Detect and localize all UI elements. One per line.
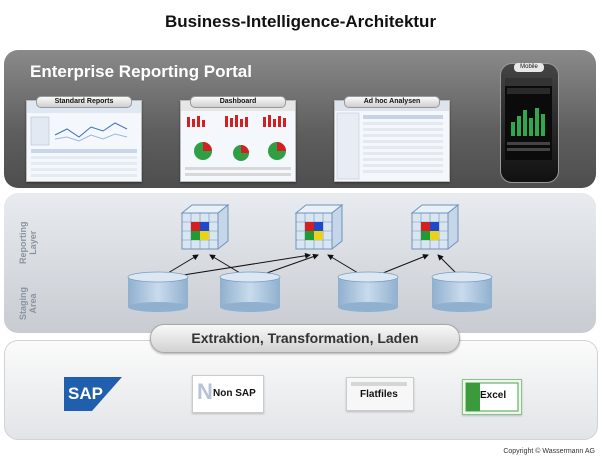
sap-logo xyxy=(64,377,122,411)
staging-database-4 xyxy=(431,271,493,312)
portal-item-dashboard[interactable]: Dashboard xyxy=(190,96,286,108)
excel-label: Excel xyxy=(480,390,507,401)
staging-database-3 xyxy=(337,271,399,312)
ad-hoc-thumbnail[interactable] xyxy=(334,100,450,182)
olap-cube-2 xyxy=(294,203,344,251)
mobile-screen xyxy=(505,78,552,160)
staging-database-2 xyxy=(219,271,281,312)
copyright-notice: Copyright © Wassermann AG xyxy=(503,448,595,455)
non-sap-source: N Non SAP xyxy=(192,375,264,413)
flatfiles-label: Flatfiles xyxy=(360,389,398,400)
portal-item-standard-reports[interactable]: Standard Reports xyxy=(36,96,132,108)
page-title: Business-Intelligence-Architektur xyxy=(164,12,437,31)
portal-title: Enterprise Reporting Portal xyxy=(30,62,252,81)
sap-source: SAP xyxy=(64,377,122,411)
etl-banner: Extraktion, Transformation, Laden xyxy=(150,324,460,353)
standard-reports-preview xyxy=(27,101,141,177)
ad-hoc-preview xyxy=(335,101,449,180)
file-stack-icon xyxy=(351,382,407,386)
dashboard-preview xyxy=(181,101,295,176)
layers-diagram xyxy=(127,203,493,312)
non-sap-logo-mark: N xyxy=(197,379,213,404)
sap-label: SAP xyxy=(68,384,103,403)
mobile-chart xyxy=(505,78,552,151)
olap-cube-1 xyxy=(180,203,230,251)
olap-cube-3 xyxy=(410,203,460,251)
portal-item-ad-hoc-analysen[interactable]: Ad hoc Analysen xyxy=(344,96,440,108)
dashboard-thumbnail[interactable] xyxy=(180,100,296,182)
non-sap-label: Non SAP xyxy=(213,388,256,399)
standard-reports-thumbnail[interactable] xyxy=(26,100,142,182)
excel-source: Excel xyxy=(462,379,522,415)
mobile-label: Mobile xyxy=(514,63,544,72)
staging-database-1 xyxy=(127,271,189,312)
excel-icon xyxy=(465,382,519,412)
flatfiles-source: Flatfiles xyxy=(346,377,414,411)
